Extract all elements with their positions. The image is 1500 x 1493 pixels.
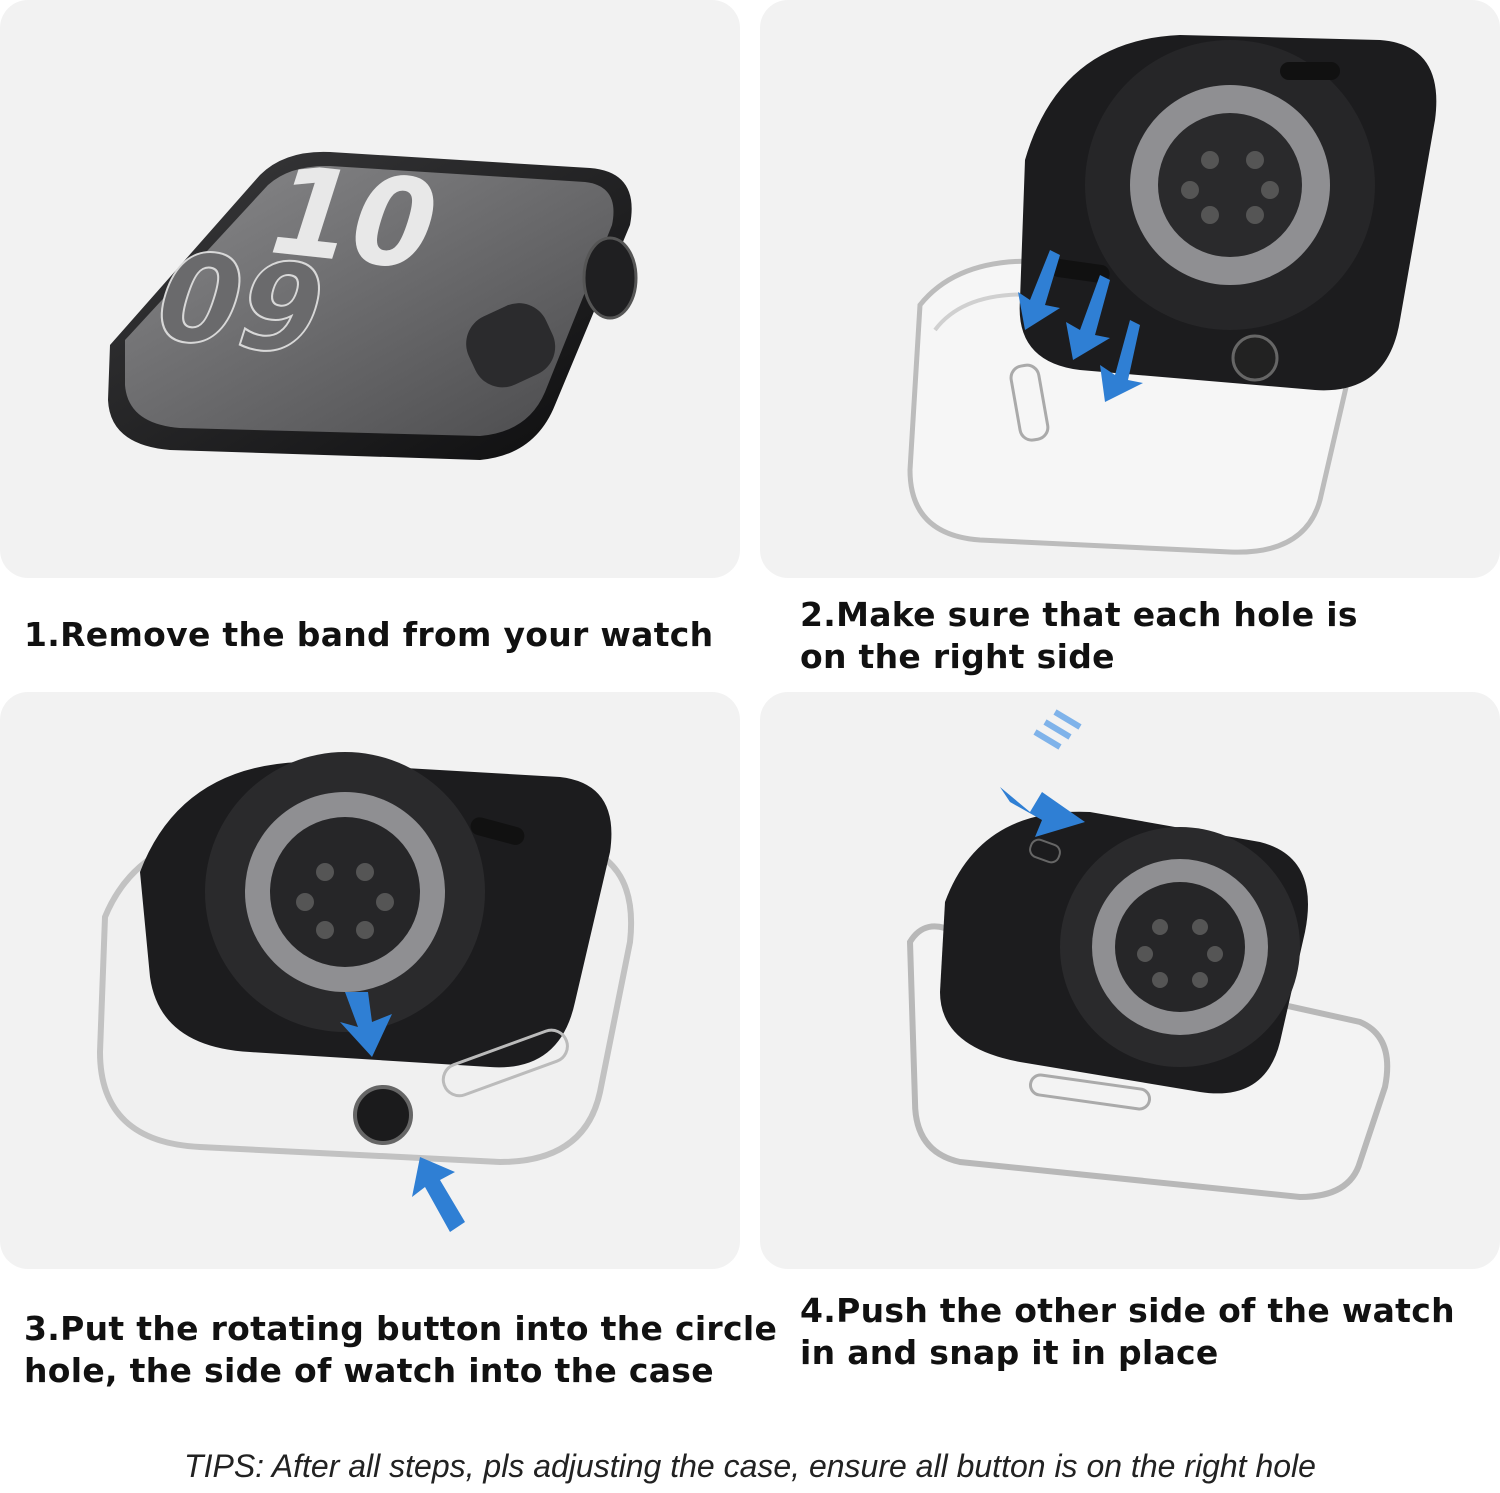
digital-crown-icon	[1231, 334, 1279, 382]
step-2-line-2: on the right side	[800, 637, 1115, 676]
watch-snap-illustration	[906, 709, 1391, 1201]
step-2-image	[760, 0, 1500, 578]
step-3-line-1: 3.Put the rotating button into the circl…	[24, 1309, 778, 1348]
watch-front-illustration: 10 09	[108, 140, 638, 460]
step-3-line-2: hole, the side of watch into the case	[24, 1351, 714, 1390]
watch-back-illustration	[907, 35, 1437, 555]
side-button-icon	[466, 303, 556, 388]
arrow-down-icon	[1018, 250, 1143, 402]
step-1-caption: 1.Remove the band from your watch	[24, 614, 744, 656]
digital-crown-icon	[353, 1085, 413, 1145]
step-4-caption: 4.Push the other side of the watch in an…	[800, 1290, 1480, 1374]
step-3-caption: 3.Put the rotating button into the circl…	[24, 1308, 778, 1392]
tips-text: TIPS: After all steps, pls adjusting the…	[184, 1448, 1316, 1484]
step-2-line-1: 2.Make sure that each hole is	[800, 595, 1358, 634]
step-3-image	[0, 692, 740, 1269]
digital-crown-icon	[582, 236, 638, 320]
arrow-down-icon	[340, 992, 392, 1057]
watch-in-case-illustration	[96, 752, 635, 1232]
step-4-line-1: 4.Push the other side of the watch	[800, 1291, 1455, 1330]
step-1-image: 10 09	[0, 0, 740, 578]
step-4-image	[760, 692, 1500, 1269]
step-2-caption: 2.Make sure that each hole is on the rig…	[800, 594, 1480, 678]
step-4-line-2: in and snap it in place	[800, 1333, 1219, 1372]
step-1-line-1: 1.Remove the band from your watch	[24, 615, 714, 654]
arrow-up-icon	[412, 1157, 465, 1232]
arrow-down-icon	[1000, 709, 1085, 837]
